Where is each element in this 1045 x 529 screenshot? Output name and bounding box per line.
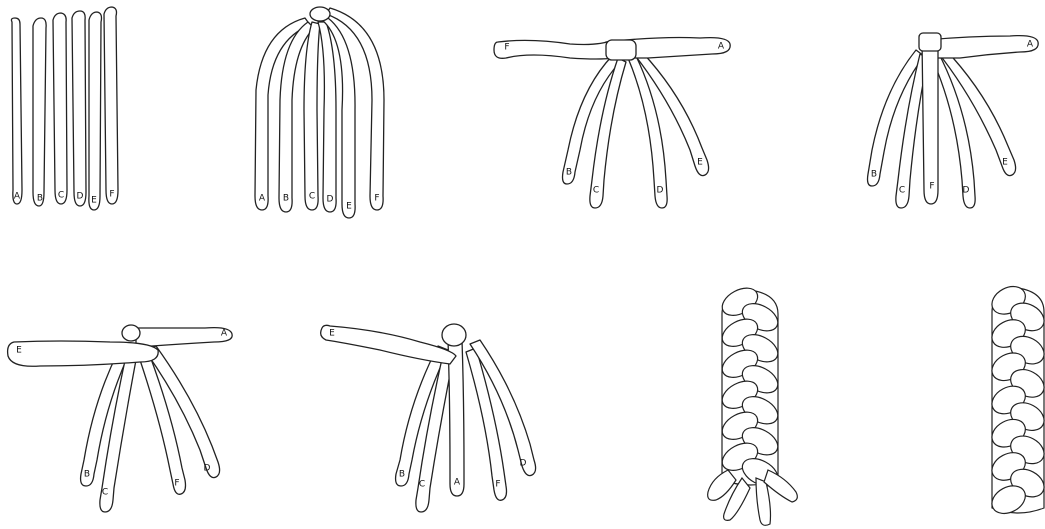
- step-6-figure: E B C A F D: [321, 324, 536, 512]
- strand-a: [926, 36, 1038, 58]
- label-e: E: [346, 202, 352, 212]
- label-e: E: [329, 329, 335, 339]
- label-d: D: [963, 186, 970, 196]
- strand-e: [8, 341, 159, 366]
- binding-wrap: [919, 33, 941, 51]
- strand-a: [11, 18, 22, 204]
- step-1-figure: A B C D E F: [11, 7, 118, 210]
- label-f: F: [109, 190, 114, 200]
- strand-b: [33, 18, 46, 206]
- strand-f: [494, 40, 614, 59]
- strand-f: [922, 40, 938, 204]
- step-8-figure: [987, 281, 1045, 519]
- label-f: F: [929, 182, 934, 192]
- label-e: E: [1002, 158, 1008, 168]
- label-d: D: [327, 195, 334, 205]
- label-b: B: [283, 194, 289, 204]
- strand-c: [53, 13, 67, 204]
- label-c: C: [899, 186, 905, 196]
- binding-wrap: [310, 7, 330, 21]
- label-e: E: [16, 346, 22, 356]
- step-7-figure: [708, 283, 798, 526]
- label-e: E: [91, 196, 97, 206]
- label-d: D: [520, 459, 527, 469]
- strand-e: [936, 48, 1016, 176]
- strand-d: [318, 22, 336, 212]
- strand-e: [321, 325, 456, 364]
- step-3-figure: F A B C D E: [494, 38, 730, 209]
- step-2-figure: A B C D E F: [255, 7, 384, 218]
- binding-wrap: [122, 325, 140, 341]
- label-b: B: [399, 470, 405, 480]
- label-c: C: [309, 192, 315, 202]
- label-b: B: [566, 168, 572, 178]
- step-5-figure: E A B C F D: [8, 325, 233, 512]
- label-a: A: [14, 192, 21, 202]
- label-a: A: [259, 194, 266, 204]
- label-c: C: [58, 191, 64, 201]
- label-f: F: [504, 43, 509, 53]
- label-f: F: [495, 480, 500, 490]
- label-b: B: [84, 470, 90, 480]
- label-e: E: [697, 158, 703, 168]
- label-c: C: [419, 480, 425, 490]
- strand-e: [89, 12, 102, 210]
- strand-f: [104, 7, 118, 204]
- label-c: C: [593, 186, 599, 196]
- label-a: A: [1027, 40, 1034, 50]
- step-4-figure: A B C F D E: [868, 33, 1039, 208]
- label-f: F: [174, 479, 179, 489]
- label-a: A: [221, 329, 228, 339]
- label-d: D: [204, 464, 211, 474]
- label-d: D: [657, 186, 664, 196]
- binding-wrap: [442, 324, 466, 346]
- label-a: A: [718, 42, 725, 52]
- strand-d: [470, 340, 536, 476]
- label-d: D: [77, 192, 84, 202]
- strand-c: [304, 22, 320, 210]
- label-b: B: [37, 194, 43, 204]
- binding-wrap: [606, 40, 636, 60]
- label-c: C: [102, 488, 108, 498]
- strand-a: [136, 328, 232, 346]
- strand-d: [72, 11, 86, 206]
- label-f: F: [374, 194, 379, 204]
- label-a: A: [454, 478, 461, 488]
- label-b: B: [871, 170, 877, 180]
